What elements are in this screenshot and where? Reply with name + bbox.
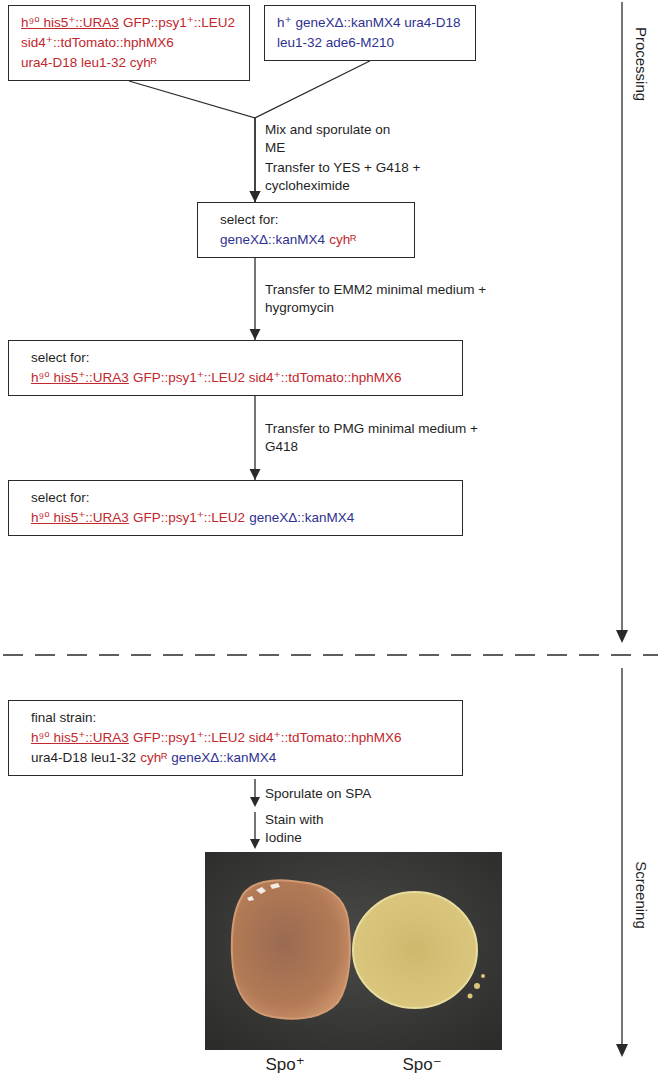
- genotype-text: GFP::psy1⁺::LEU2: [123, 15, 235, 30]
- phenotype-label: Spo⁻: [402, 1056, 441, 1074]
- strain-box: h⁹⁰ his5⁺::URA3 GFP::psy1⁺::LEU2sid4⁺::td…: [8, 5, 250, 81]
- genotype-line: h⁹⁰ his5⁺::URA3 GFP::psy1⁺::LEU2: [21, 13, 235, 33]
- genotype-line: select for:: [31, 348, 448, 368]
- step-label: Mix and sporulate on ME: [265, 121, 400, 157]
- genotype-text: GFP::psy1⁺::LEU2 sid4⁺::tdTomato::hphMX6: [133, 370, 402, 385]
- phenotype-label: Spo⁺: [265, 1056, 304, 1074]
- genotype-text: ura4-D18 leu1-32 cyhᴿ: [21, 55, 157, 70]
- genotype-text: select for:: [31, 350, 90, 365]
- genotype-text: h⁹⁰ his5⁺::URA3: [31, 510, 129, 525]
- genotype-text: cyhᴿ: [329, 232, 356, 247]
- arrow-head: [250, 191, 261, 202]
- step-label: Stain with Iodine: [265, 811, 345, 847]
- phase-arrow: [616, 2, 628, 1057]
- arrow-head: [250, 469, 261, 480]
- phase-label: Screening: [632, 861, 650, 929]
- genotype-text: geneXΔ::kanMX4: [220, 232, 325, 247]
- genotype-line: h⁺ geneXΔ::kanMX4 ura4-D18: [277, 13, 461, 33]
- genotype-line: h⁹⁰ his5⁺::URA3 GFP::psy1⁺::LEU2 sid4⁺::t…: [31, 728, 448, 748]
- genotype-text: ura4-D18 leu1-32: [31, 750, 136, 765]
- genotype-text: final strain:: [31, 710, 96, 725]
- connector-line: [254, 396, 255, 480]
- phase-separator: [3, 654, 658, 656]
- genotype-line: select for:: [31, 488, 448, 508]
- genotype-text: h⁺ geneXΔ::kanMX4 ura4-D18: [277, 15, 461, 30]
- genotype-line: geneXΔ::kanMX4 cyhᴿ: [220, 230, 400, 250]
- genotype-text: GFP::psy1⁺::LEU2 sid4⁺::tdTomato::hphMX6: [133, 730, 402, 745]
- genotype-text: select for:: [220, 212, 279, 227]
- step-label: Sporulate on SPA: [265, 785, 485, 803]
- genotype-line: sid4⁺::tdTomato::hphMX6: [21, 33, 235, 53]
- connector-line: [129, 81, 255, 202]
- genotype-line: ura4-D18 leu1-32 cyhᴿ geneXΔ::kanMX4: [31, 748, 448, 768]
- genotype-text: GFP::psy1⁺::LEU2: [133, 510, 245, 525]
- genotype-line: h⁹⁰ his5⁺::URA3 GFP::psy1⁺::LEU2 sid4⁺::t…: [31, 368, 448, 388]
- arrow-head: [250, 191, 261, 202]
- genotype-text: leu1-32 ade6-M210: [277, 35, 394, 50]
- strain-box: select for:h⁹⁰ his5⁺::URA3 GFP::psy1⁺::LE…: [8, 340, 463, 396]
- genotype-text: h⁹⁰ his5⁺::URA3: [31, 370, 129, 385]
- genotype-text: select for:: [31, 490, 90, 505]
- screening-arrow: [250, 779, 260, 849]
- connector-line: [254, 258, 255, 340]
- genotype-text: geneXΔ::kanMX4: [249, 510, 354, 525]
- genotype-text: sid4⁺::tdTomato::hphMX6: [21, 35, 174, 50]
- strain-box: final strain:h⁹⁰ his5⁺::URA3 GFP::psy1⁺::…: [8, 700, 463, 776]
- genotype-line: h⁹⁰ his5⁺::URA3 GFP::psy1⁺::LEU2 geneXΔ::k…: [31, 508, 448, 528]
- flow-connector: [129, 81, 260, 202]
- strain-box: select for:h⁹⁰ his5⁺::URA3 GFP::psy1⁺::LE…: [8, 480, 463, 536]
- genotype-text: geneXΔ::kanMX4: [171, 750, 276, 765]
- step-label: Transfer to PMG minimal medium + G418: [265, 420, 495, 456]
- step-label: Transfer to YES + G418 + cycloheximide: [265, 159, 435, 195]
- strain-box: select for:geneXΔ::kanMX4 cyhᴿ: [197, 202, 415, 258]
- genotype-line: leu1-32 ade6-M210: [277, 33, 461, 53]
- genotype-line: final strain:: [31, 708, 448, 728]
- step-label: Transfer to EMM2 minimal medium + hygrom…: [265, 281, 500, 317]
- flow-connector: [250, 258, 261, 340]
- genotype-line: select for:: [220, 210, 400, 230]
- arrow-head: [250, 329, 261, 340]
- flow-connector: [250, 396, 261, 480]
- genotype-text: cyhᴿ: [140, 750, 167, 765]
- genotype-line: ura4-D18 leu1-32 cyhᴿ: [21, 53, 235, 73]
- iodine-plate-photo: [205, 852, 502, 1050]
- phase-label: Processing: [632, 27, 650, 101]
- genotype-text: h⁹⁰ his5⁺::URA3: [31, 730, 129, 745]
- strain-box: h⁺ geneXΔ::kanMX4 ura4-D18leu1-32 ade6-M…: [264, 5, 476, 61]
- genotype-text: h⁹⁰ his5⁺::URA3: [21, 15, 119, 30]
